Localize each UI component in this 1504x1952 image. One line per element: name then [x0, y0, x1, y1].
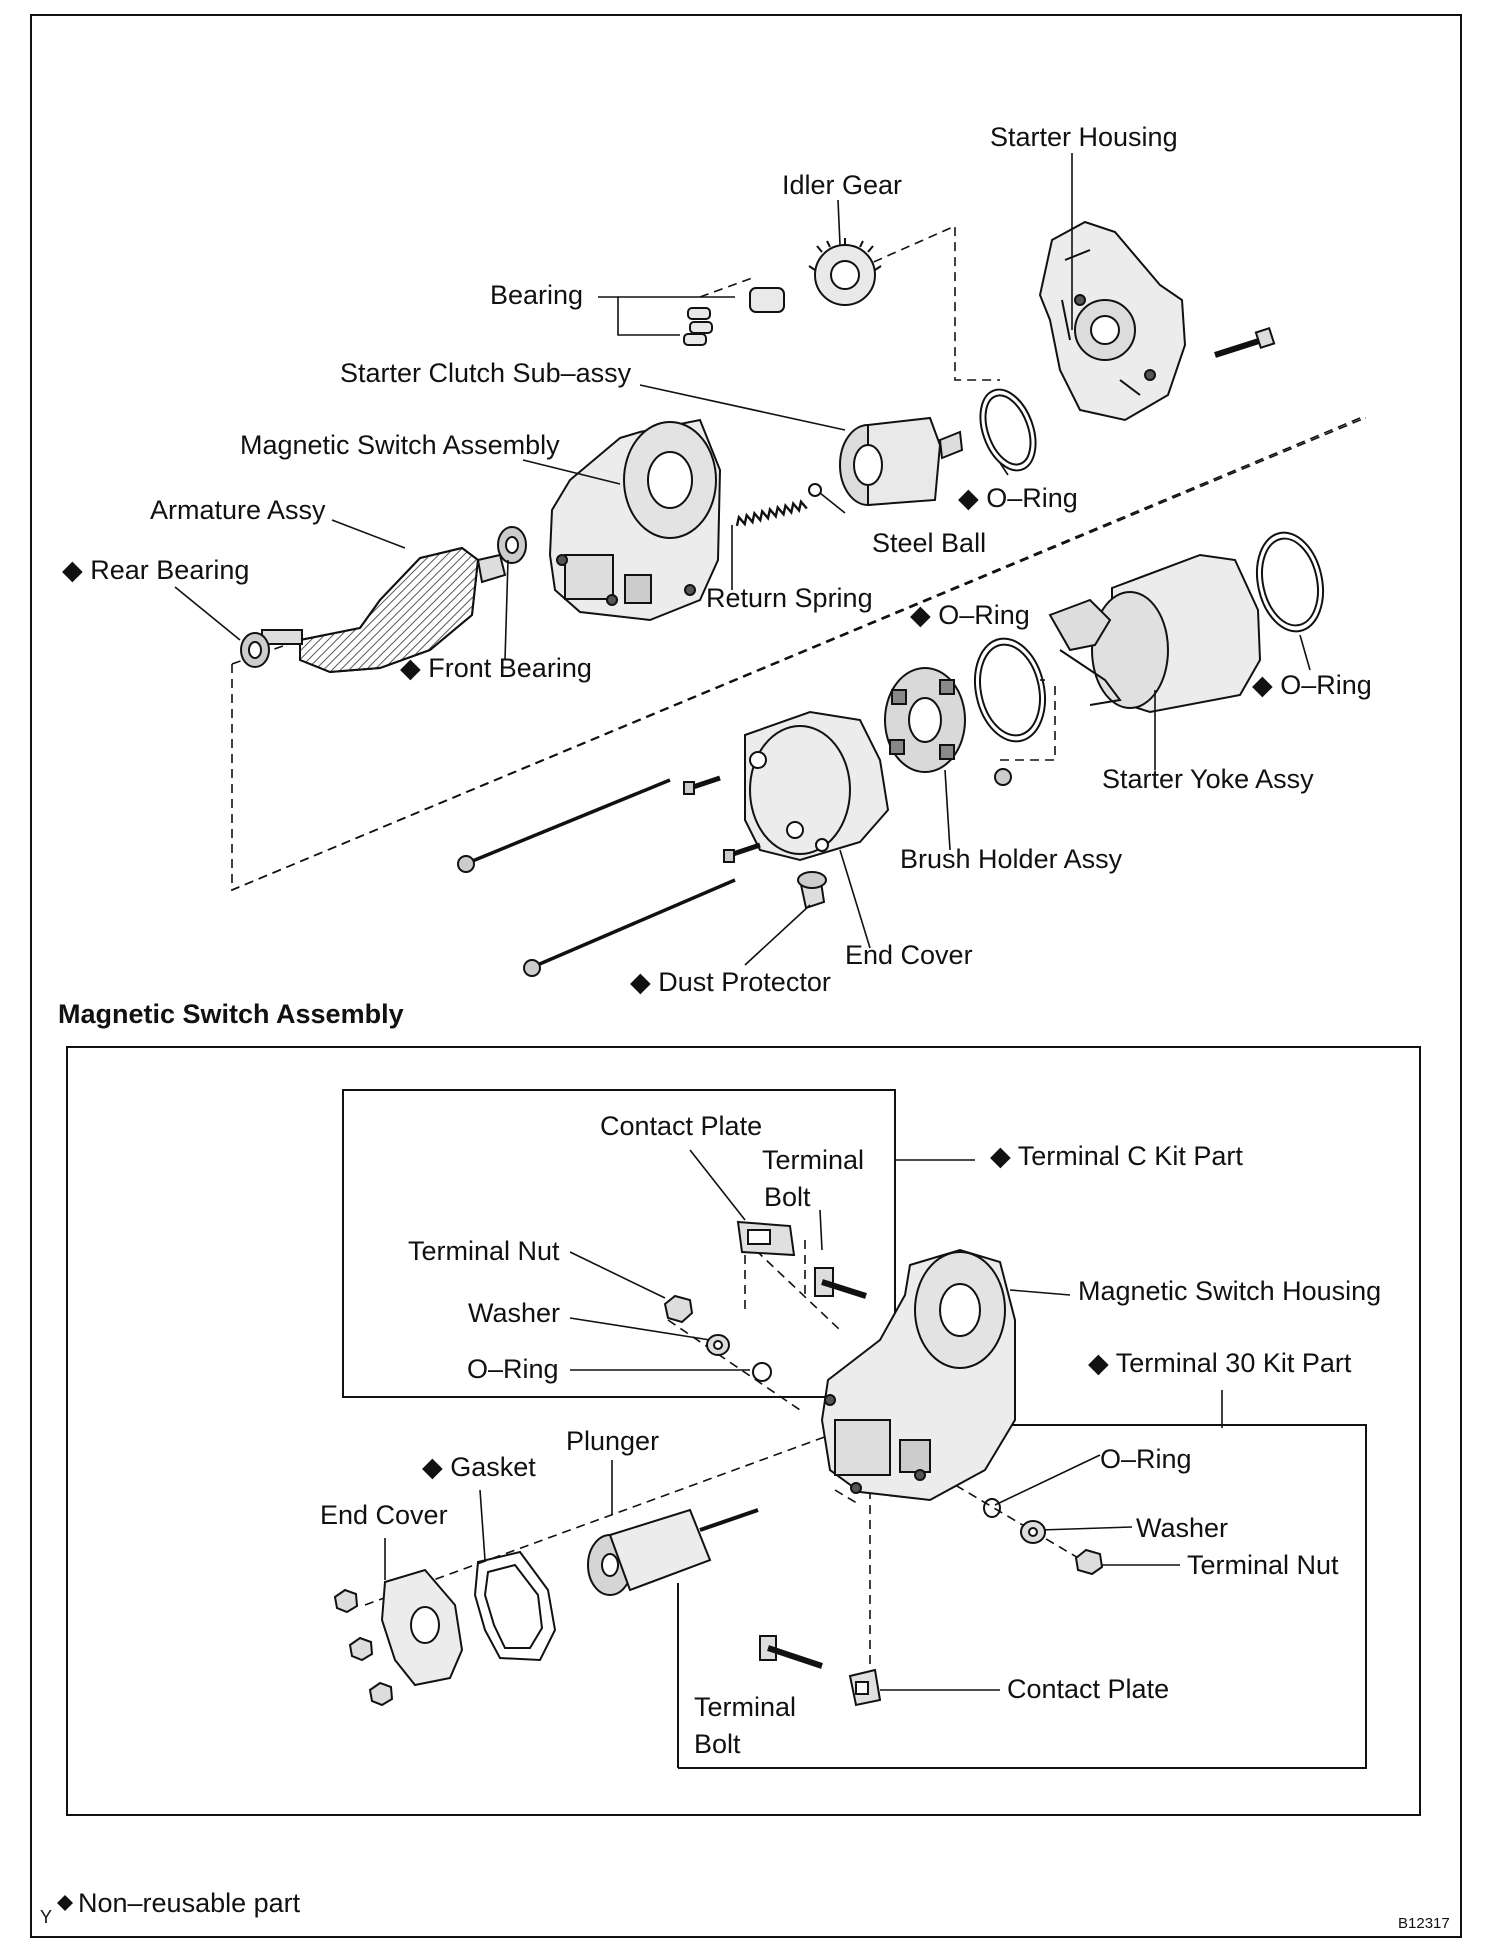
label-terminal-bolt-bottom-2: Bolt [694, 1729, 741, 1759]
gasket [473, 1550, 557, 1662]
bearing-leader [598, 296, 735, 336]
label-washer-bottom: Washer [1136, 1513, 1229, 1543]
label-rear-bearing: ◆ Rear Bearing [62, 555, 250, 585]
label-o-ring-yoke-right: ◆ O–Ring [1252, 670, 1372, 700]
o-ring-top [752, 1362, 772, 1382]
label-washer-top: Washer [468, 1298, 561, 1328]
return-spring [735, 499, 808, 527]
end-cover-nut-3 [368, 1681, 394, 1707]
label-armature: Armature Assy [150, 495, 326, 525]
label-o-ring-yoke-left: ◆ O–Ring [910, 600, 1030, 630]
label-end-cover-detail: End Cover [320, 1500, 448, 1530]
starter-clutch [839, 416, 964, 507]
terminal-nut-bottom [1074, 1548, 1104, 1576]
label-terminal-bolt-bottom-1: Terminal [694, 1692, 797, 1722]
label-brush-holder: Brush Holder Assy [900, 844, 1123, 874]
dust-protector [797, 871, 827, 910]
label-o-ring-housing: ◆ O–Ring [958, 483, 1078, 513]
detail-guide-lines [364, 1239, 1091, 1670]
label-contact-plate-top: Contact Plate [600, 1111, 763, 1141]
label-contact-plate-bottom: Contact Plate [1007, 1674, 1170, 1704]
label-plunger: Plunger [566, 1426, 660, 1456]
brush-holder [884, 667, 966, 773]
legend-diamond [57, 1895, 73, 1911]
label-end-cover-top: End Cover [845, 940, 973, 970]
label-terminal-30-kit: ◆ Terminal 30 Kit Part [1088, 1348, 1352, 1378]
terminal-bolt-top [814, 1267, 867, 1299]
label-idler-gear: Idler Gear [782, 170, 903, 200]
starter-housing [1038, 220, 1187, 422]
terminal-bolt-bottom [759, 1635, 823, 1669]
label-front-bearing: ◆ Front Bearing [400, 653, 592, 683]
label-magnetic-switch-assembly: Magnetic Switch Assembly [240, 430, 560, 460]
label-starter-clutch: Starter Clutch Sub–assy [340, 358, 632, 388]
label-magnetic-switch-housing: Magnetic Switch Housing [1078, 1276, 1382, 1306]
front-bearing [497, 526, 527, 564]
o-ring-yoke-right [1256, 531, 1324, 633]
starter-yoke [1048, 553, 1262, 714]
label-return-spring: Return Spring [706, 583, 873, 613]
label-dust-protector: ◆ Dust Protector [630, 967, 831, 997]
idler-gear [808, 238, 882, 306]
leader-lines-top [174, 153, 1311, 966]
label-terminal-nut-bottom: Terminal Nut [1187, 1550, 1339, 1580]
label-bearing: Bearing [490, 280, 584, 310]
label-steel-ball: Steel Ball [872, 528, 987, 558]
magnetic-switch-housing [820, 1248, 1016, 1502]
page-frame [30, 14, 1462, 1938]
rear-bearing [240, 632, 270, 668]
label-starter-yoke: Starter Yoke Assy [1102, 764, 1314, 794]
magnetic-switch-top [548, 418, 722, 622]
figure-code: B12317 [1398, 1915, 1450, 1932]
housing-bolt [1214, 326, 1276, 358]
label-terminal-nut-top: Terminal Nut [408, 1236, 560, 1266]
legend-text: Non–reusable part [78, 1888, 301, 1918]
end-cover-detail [380, 1568, 464, 1687]
contact-plate-top [736, 1220, 796, 1257]
o-ring-yoke-left [974, 637, 1046, 743]
o-ring-housing [979, 388, 1037, 472]
label-starter-housing: Starter Housing [990, 122, 1178, 152]
label-terminal-bolt-top-1: Terminal [762, 1145, 865, 1175]
brush-nut [994, 768, 1012, 786]
steel-ball [808, 483, 822, 497]
detail-outer-box [66, 1046, 1421, 1816]
corner-mark: Y [40, 1907, 53, 1927]
terminal-c-box [342, 1089, 896, 1398]
contact-plate-bottom [848, 1668, 882, 1707]
detail-leader-lines [384, 1149, 1223, 1691]
terminal-nut-top [663, 1294, 694, 1324]
label-terminal-bolt-top-2: Bolt [764, 1182, 811, 1212]
label-terminal-c-kit: ◆ Terminal C Kit Part [990, 1141, 1243, 1171]
through-bolts [457, 778, 736, 977]
o-ring-bottom [983, 1498, 1001, 1518]
label-o-ring-top: O–Ring [467, 1354, 559, 1384]
end-cover-top [744, 710, 890, 862]
label-gasket: ◆ Gasket [422, 1452, 536, 1482]
plunger [587, 1508, 759, 1596]
small-bearings [683, 287, 785, 346]
end-cover-nut-2 [348, 1636, 374, 1662]
detail-title: Magnetic Switch Assembly [58, 999, 404, 1029]
end-cover-nut-1 [333, 1588, 359, 1614]
label-o-ring-bottom: O–Ring [1100, 1444, 1192, 1474]
